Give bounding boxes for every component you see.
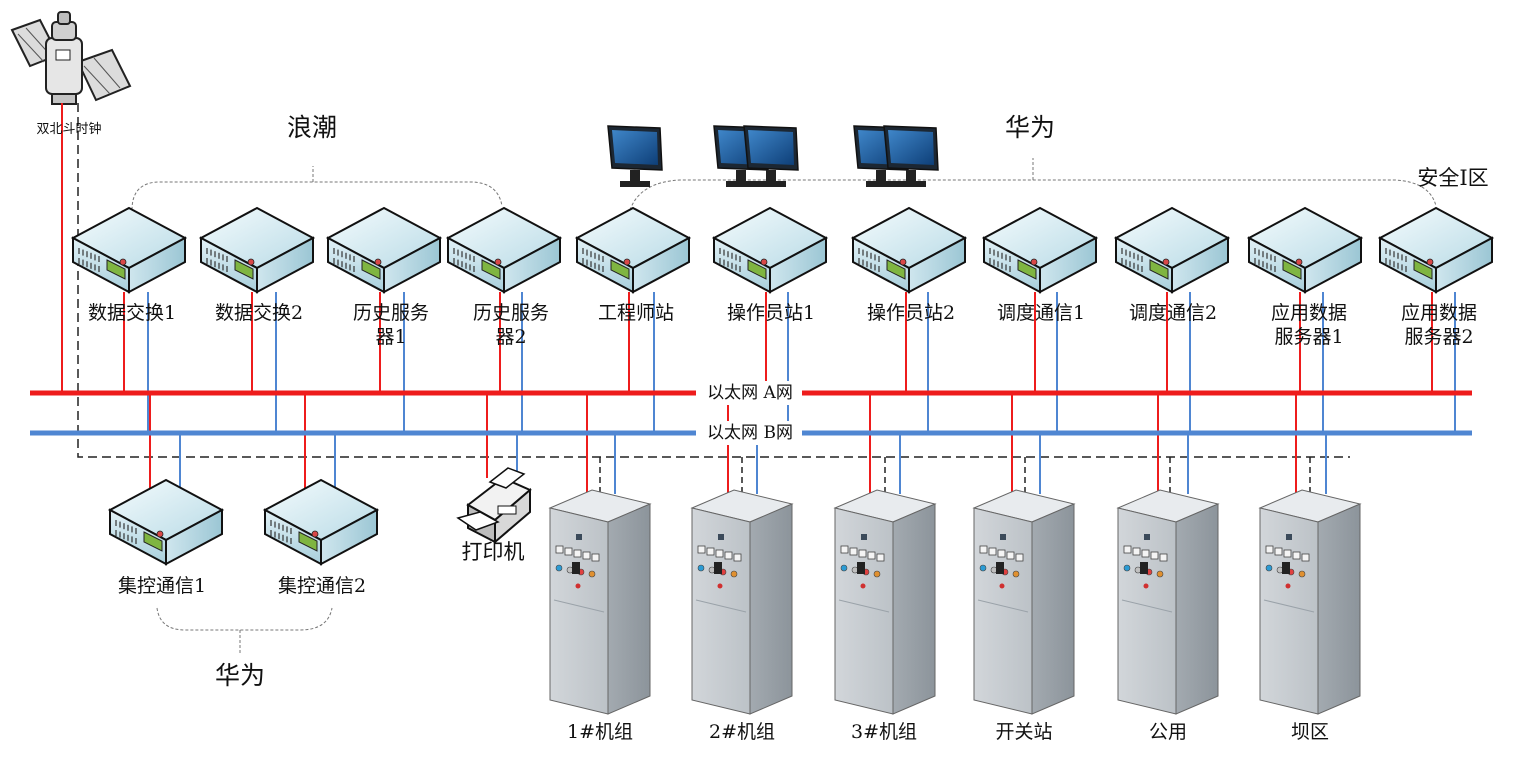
network-links bbox=[123, 292, 1456, 500]
server-icon bbox=[981, 206, 1099, 294]
cabinet-label: 3#机组 bbox=[850, 721, 917, 743]
cabinet-label: 2#机组 bbox=[708, 721, 775, 743]
server-icon bbox=[574, 206, 692, 294]
cabinet-label: 开关站 bbox=[995, 721, 1053, 743]
satellite-icon bbox=[10, 11, 132, 105]
server-label: 应用数据服务器2 bbox=[1400, 302, 1477, 348]
server-icon bbox=[262, 478, 380, 566]
ethernet-a-label: 以太网 A网 bbox=[698, 381, 802, 405]
server-icon bbox=[711, 206, 829, 294]
group-label-huawei-top: 华为 bbox=[1004, 113, 1055, 142]
server-label: 操作员站2 bbox=[866, 302, 956, 324]
server-icon bbox=[107, 478, 225, 566]
server-label: 工程师站 bbox=[597, 302, 674, 324]
server-icon bbox=[850, 206, 968, 294]
cabinet-sync-drops bbox=[599, 457, 1311, 494]
group-label-inspur: 浪潮 bbox=[286, 113, 337, 142]
cabinets-layer bbox=[548, 489, 1362, 715]
server-icon bbox=[198, 206, 316, 294]
server-icon bbox=[70, 206, 188, 294]
cabinet-label: 坝区 bbox=[1290, 721, 1329, 743]
control-cabinet-icon bbox=[1116, 489, 1220, 715]
control-cabinet-icon bbox=[548, 489, 652, 715]
control-cabinet-icon bbox=[690, 489, 794, 715]
server-icon bbox=[1113, 206, 1231, 294]
ethernet-b-label: 以太网 B网 bbox=[698, 421, 802, 445]
printer-label: 打印机 bbox=[461, 540, 525, 564]
cabinet-label: 1#机组 bbox=[566, 721, 633, 743]
printer-icon bbox=[456, 467, 532, 545]
clock-sync-line bbox=[77, 103, 1350, 458]
server-label: 应用数据服务器1 bbox=[1270, 302, 1347, 348]
server-label: 历史服务器1 bbox=[352, 302, 429, 348]
clock-label: 双北斗时钟 bbox=[36, 122, 102, 137]
monitor-icon bbox=[743, 125, 799, 187]
security-zone-label: 安全I区 bbox=[1417, 166, 1489, 190]
control-cabinet-icon bbox=[972, 489, 1076, 715]
server-label: 集控通信1 bbox=[117, 575, 207, 597]
server-icon bbox=[1377, 206, 1495, 294]
server-label: 操作员站1 bbox=[726, 302, 816, 324]
huawei-top-bracket bbox=[629, 179, 1437, 211]
server-label: 数据交换2 bbox=[214, 302, 304, 324]
inspur-bracket bbox=[131, 181, 503, 211]
server-label: 集控通信2 bbox=[277, 575, 367, 597]
monitor-icon bbox=[883, 125, 939, 187]
monitor-icon bbox=[607, 125, 663, 187]
monitors-layer bbox=[607, 125, 939, 187]
control-cabinet-icon bbox=[1258, 489, 1362, 715]
control-cabinet-icon bbox=[833, 489, 937, 715]
server-icon bbox=[1246, 206, 1364, 294]
huawei-bottom-bracket bbox=[156, 607, 333, 631]
cabinet-label: 公用 bbox=[1148, 721, 1187, 743]
server-icon bbox=[325, 206, 443, 294]
server-label: 历史服务器2 bbox=[472, 302, 549, 348]
server-label: 调度通信1 bbox=[996, 302, 1086, 324]
group-label-huawei-bottom: 华为 bbox=[214, 661, 265, 690]
servers-layer bbox=[70, 206, 1495, 566]
server-label: 数据交换1 bbox=[87, 302, 177, 324]
server-label: 调度通信2 bbox=[1128, 302, 1218, 324]
server-icon bbox=[445, 206, 563, 294]
